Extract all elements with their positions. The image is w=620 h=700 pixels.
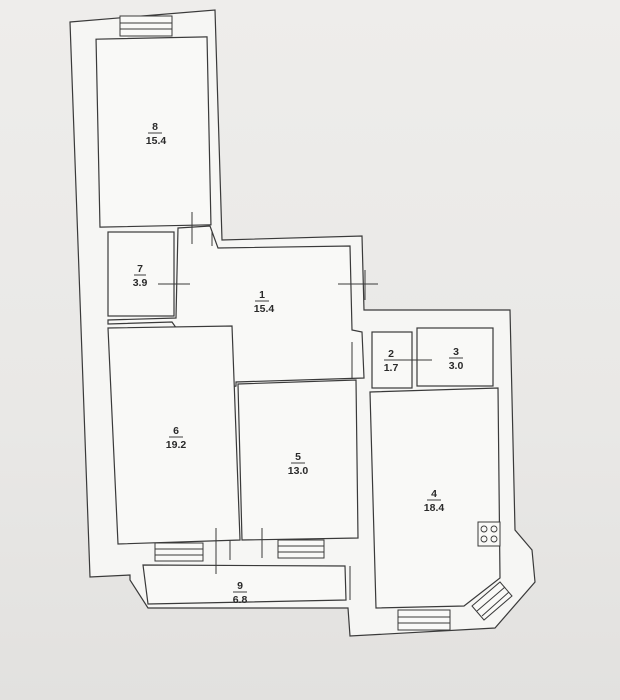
window-bottom-middle — [277, 539, 325, 559]
window-bottom-right — [397, 609, 451, 631]
label-room-1: 1 15.4 — [254, 289, 275, 315]
label-room-8: 8 15.4 — [146, 121, 167, 147]
room-7 — [107, 231, 175, 317]
door-marks — [158, 212, 432, 600]
room-6 — [107, 325, 241, 545]
window-top — [119, 15, 173, 37]
room-8 — [95, 36, 212, 228]
room-number: 2 — [388, 348, 394, 360]
label-room-3: 3 3.0 — [449, 346, 464, 372]
window-diagonal — [471, 581, 513, 621]
room-4 — [369, 387, 501, 609]
room-area: 1.7 — [384, 362, 399, 374]
room-number: 8 — [152, 121, 158, 133]
label-room-2: 2 1.7 — [384, 348, 399, 374]
room-3 — [416, 327, 494, 387]
room-area: 13.0 — [288, 465, 309, 477]
room-5 — [237, 379, 359, 541]
room-area: 3.0 — [449, 360, 464, 372]
room-area: 18.4 — [424, 502, 445, 514]
room-1 — [107, 225, 365, 391]
room-9 — [142, 564, 347, 605]
stove-icon — [477, 521, 501, 547]
room-number: 7 — [137, 263, 143, 275]
room-number: 3 — [453, 346, 459, 358]
window-bottom-left — [154, 542, 204, 562]
room-number: 5 — [295, 451, 301, 463]
room-number: 4 — [431, 488, 437, 500]
room-number: 6 — [173, 425, 179, 437]
label-room-4: 4 18.4 — [424, 488, 445, 514]
label-room-9: 9 6.8 — [233, 580, 248, 606]
label-room-5: 5 13.0 — [288, 451, 309, 477]
label-room-7: 7 3.9 — [133, 263, 148, 289]
room-area: 15.4 — [254, 303, 275, 315]
room-area: 19.2 — [166, 439, 187, 451]
room-area: 3.9 — [133, 277, 148, 289]
label-room-6: 6 19.2 — [166, 425, 187, 451]
room-number: 9 — [237, 580, 243, 592]
room-area: 6.8 — [233, 594, 248, 606]
room-number: 1 — [259, 289, 265, 301]
room-area: 15.4 — [146, 135, 167, 147]
